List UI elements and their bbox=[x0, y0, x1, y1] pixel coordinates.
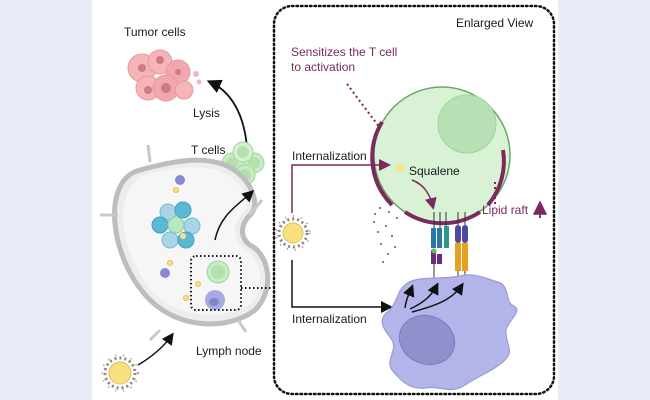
lymph-node-icon bbox=[100, 144, 271, 342]
tumor-cells-label: Tumor cells bbox=[124, 25, 186, 39]
squalene-dot-icon bbox=[396, 164, 404, 172]
tcr-mhc-complex bbox=[431, 212, 468, 278]
released-particles bbox=[373, 207, 398, 263]
sensitizes-label-line1: Sensitizes the T cell bbox=[291, 45, 397, 59]
t-cell-egress-arrow bbox=[214, 189, 255, 241]
lysis-arrow bbox=[206, 79, 248, 149]
sensitizes-label-line2: to activation bbox=[291, 60, 355, 74]
internalization-top-label: Internalization bbox=[292, 149, 367, 163]
t-cells-label: T cells bbox=[191, 143, 225, 157]
lymph-node-zoom-box bbox=[190, 255, 242, 311]
squalene-arrow bbox=[411, 179, 437, 210]
presentation-arrow-3 bbox=[411, 282, 464, 313]
internalization-bottom-arrow bbox=[291, 260, 393, 313]
sensitizes-pointer bbox=[346, 83, 381, 129]
squalene-nanoparticle-icon bbox=[101, 354, 139, 392]
squalene-nanoparticle-enlarged-icon bbox=[275, 215, 311, 251]
enlarged-view-label: Enlarged View bbox=[456, 16, 533, 30]
internalization-bottom-label: Internalization bbox=[292, 312, 367, 326]
presentation-arrow-2 bbox=[409, 282, 439, 310]
presentation-arrow-1 bbox=[403, 284, 415, 309]
squalene-label: Squalene bbox=[409, 164, 460, 178]
internalization-top-arrow bbox=[291, 159, 391, 213]
enlarged-view-box bbox=[272, 4, 556, 396]
injection-arrow bbox=[137, 332, 174, 366]
tumor-cells-icon bbox=[127, 49, 202, 102]
lysis-label: Lysis bbox=[193, 106, 220, 120]
dendritic-cell-enlarged bbox=[381, 274, 518, 391]
lymph-node-label: Lymph node bbox=[196, 344, 262, 358]
lipid-raft-label: Lipid raft bbox=[482, 203, 529, 217]
